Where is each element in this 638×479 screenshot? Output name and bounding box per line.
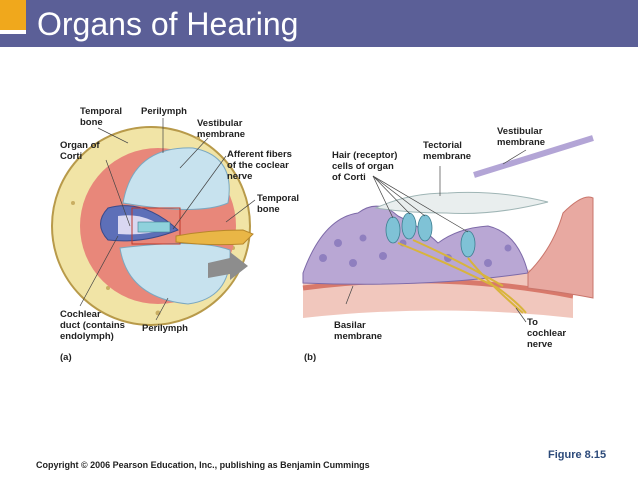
copyright-notice: Copyright © 2006 Pearson Education, Inc.…: [36, 460, 370, 470]
title-bar: [0, 0, 638, 47]
figure-number: Figure 8.15: [548, 449, 607, 461]
cochlea-cross-section: [51, 126, 254, 326]
label-afferent-fibers: Afferent fibers of the coclear nerve: [227, 149, 292, 182]
hearing-organ-figure: [51, 118, 594, 326]
label-temporal-bone-right: Temporal bone: [257, 193, 300, 215]
label-tectorial-membrane: Tectorial membrane: [423, 140, 472, 162]
slide-title: Organs of Hearing: [37, 6, 299, 42]
label-vestibular-membrane-b: Vestibular membrane: [497, 126, 546, 148]
label-cochlear-duct: Cochlear duct (contains endolymph): [60, 309, 125, 342]
label-basilar-membrane: Basilar membrane: [334, 320, 383, 342]
label-panel-b: (b): [304, 352, 317, 363]
accent-block-orange: [0, 0, 26, 30]
label-to-cochlear-nerve: To cochlear nerve: [527, 317, 567, 350]
label-organ-of-corti: Organ of Corti: [60, 140, 100, 162]
label-panel-a: (a): [60, 352, 72, 363]
label-perilymph-bottom: Perilymph: [142, 323, 188, 334]
accent-block-blue: [0, 34, 26, 47]
label-vestibular-membrane-a: Vestibular membrane: [197, 118, 246, 140]
leader-lines-a: [79, 118, 256, 321]
label-perilymph-top: Perilymph: [141, 106, 187, 117]
label-hair-cells: Hair (receptor) cells of organ of Corti: [332, 150, 398, 183]
organ-of-corti-detail: [302, 135, 594, 318]
label-temporal-bone-top: Temporal bone: [80, 106, 123, 128]
leader-lines-b: [345, 149, 527, 323]
accent-divider: [0, 30, 26, 34]
